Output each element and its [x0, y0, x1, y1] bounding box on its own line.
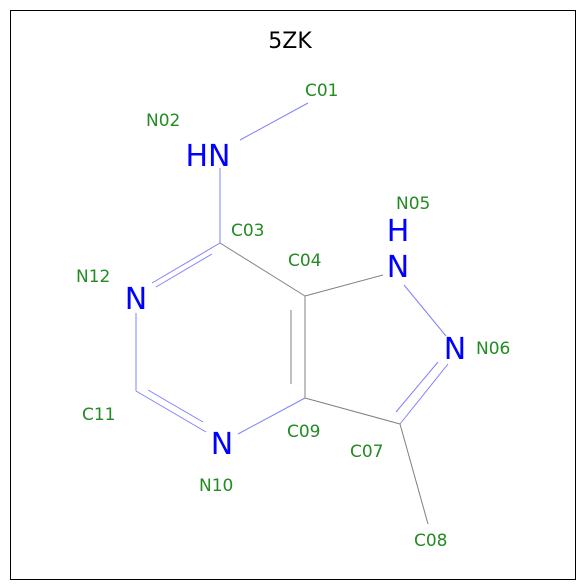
label-c01: C01	[305, 81, 339, 101]
bond-c09-n10	[237, 397, 306, 435]
bond-c01-n02	[239, 102, 309, 141]
bond-c07-c09	[304, 397, 401, 425]
bond-c04-n05	[304, 274, 384, 297]
label-c04: C04	[288, 251, 322, 271]
bond-c03-n12	[151, 242, 221, 284]
atom-symbols: HN H N N N N	[125, 139, 466, 462]
label-c07: C07	[350, 442, 384, 462]
atom-n10-symbol: N	[211, 427, 233, 462]
atom-n05-symbol: N	[387, 250, 409, 285]
label-n12: N12	[76, 267, 110, 287]
bond-c03-n12-inner	[155, 253, 213, 288]
diagram-frame	[10, 10, 576, 580]
diagram-title: 5ZK	[268, 29, 312, 54]
label-n02: N02	[146, 111, 180, 131]
atom-labels: C01 N02 C03 C04 N05 N06 C07 C08 C09 N10 …	[76, 81, 510, 551]
bond-n10-c11	[135, 390, 207, 433]
label-n10: N10	[199, 476, 233, 496]
atom-n06-symbol: N	[444, 332, 466, 367]
atom-n12-symbol: N	[125, 282, 147, 317]
label-c03: C03	[231, 221, 265, 241]
label-c08: C08	[414, 531, 448, 551]
bond-n05-n06	[403, 284, 447, 337]
atom-n05-hydrogen: H	[387, 214, 410, 249]
bond-n06-c07	[399, 363, 449, 425]
bond-c03-c04	[219, 242, 306, 297]
label-n05: N05	[396, 194, 430, 214]
bond-c07-c08	[399, 423, 429, 525]
label-c09: C09	[287, 422, 321, 442]
bonds	[135, 102, 449, 525]
label-c11: C11	[82, 405, 116, 425]
atom-n02-symbol: HN	[186, 139, 231, 174]
label-n06: N06	[476, 339, 510, 359]
bond-n06-c07-inner	[395, 361, 439, 413]
bond-n10-c11-inner	[147, 389, 204, 423]
